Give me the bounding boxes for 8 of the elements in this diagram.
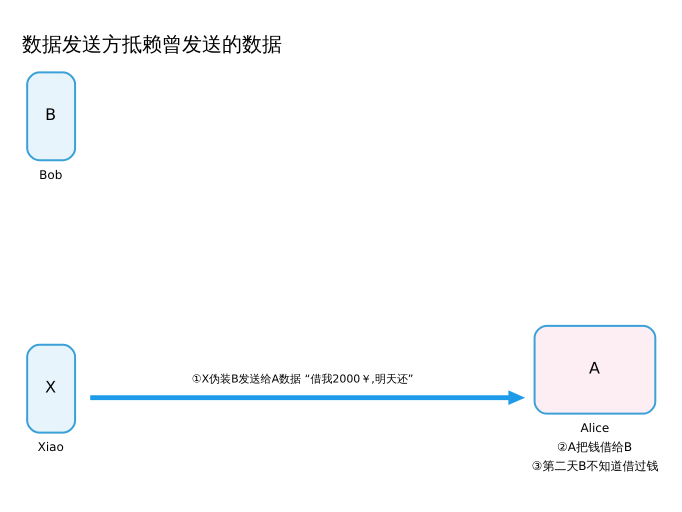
node-label: ③第二天B不知道借过钱 <box>532 459 659 474</box>
edge-label: ①X伪装B发送给A数据 “借我2000￥,明天还” <box>192 372 414 386</box>
node-label: ②A把钱借给B <box>557 440 632 454</box>
node-label: Alice <box>580 421 610 436</box>
node-label: Bob <box>39 168 62 182</box>
arrow <box>90 390 526 405</box>
diagram-title: 数据发送方抵赖曾发送的数据 <box>22 32 282 56</box>
node-label: Xiao <box>38 440 64 454</box>
